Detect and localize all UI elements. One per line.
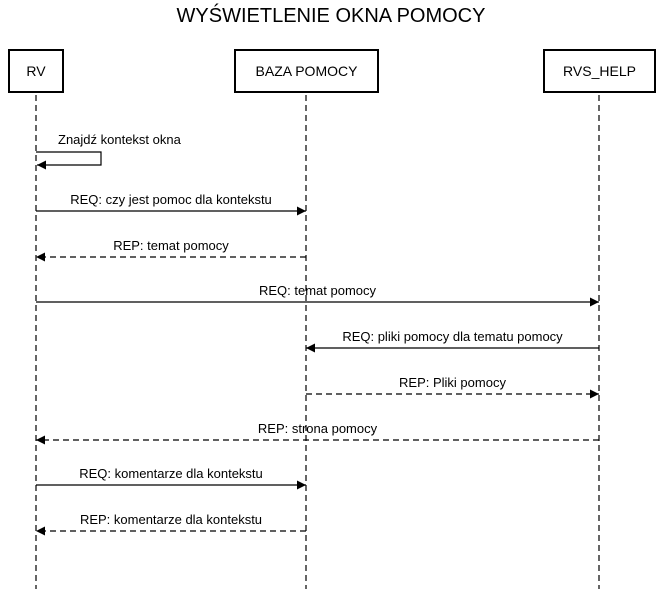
actor-rv: RV bbox=[8, 49, 64, 93]
diagram-title: WYŚWIETLENIE OKNA POMOCY bbox=[176, 5, 486, 27]
message-label: Znajdź kontekst okna bbox=[58, 132, 182, 147]
message-3: REP: temat pomocy bbox=[36, 238, 306, 262]
message-9: REP: komentarze dla kontekstu bbox=[36, 512, 306, 536]
actor-baza-pomocy: BAZA POMOCY bbox=[234, 49, 379, 93]
message-label: REP: Pliki pomocy bbox=[399, 375, 506, 390]
message-7: REP: strona pomocy bbox=[36, 421, 599, 445]
message-5: REQ: pliki pomocy dla tematu pomocy bbox=[306, 329, 599, 353]
actor-rvs-help: RVS_HELP bbox=[543, 49, 656, 93]
message-label: REQ: czy jest pomoc dla kontekstu bbox=[70, 192, 272, 207]
message-6: REP: Pliki pomocy bbox=[306, 375, 599, 399]
message-8: REQ: komentarze dla kontekstu bbox=[36, 466, 306, 490]
message-label: REP: strona pomocy bbox=[258, 421, 378, 436]
message-arrow bbox=[36, 151, 102, 170]
message-1: Znajdź kontekst okna bbox=[36, 132, 182, 170]
message-label: REQ: temat pomocy bbox=[259, 283, 377, 298]
message-label: REQ: komentarze dla kontekstu bbox=[79, 466, 263, 481]
message-label: REQ: pliki pomocy dla tematu pomocy bbox=[342, 329, 563, 344]
message-2: REQ: czy jest pomoc dla kontekstu bbox=[36, 192, 306, 216]
message-4: REQ: temat pomocy bbox=[36, 283, 599, 307]
message-label: REP: temat pomocy bbox=[113, 238, 229, 253]
message-label: REP: komentarze dla kontekstu bbox=[80, 512, 262, 527]
